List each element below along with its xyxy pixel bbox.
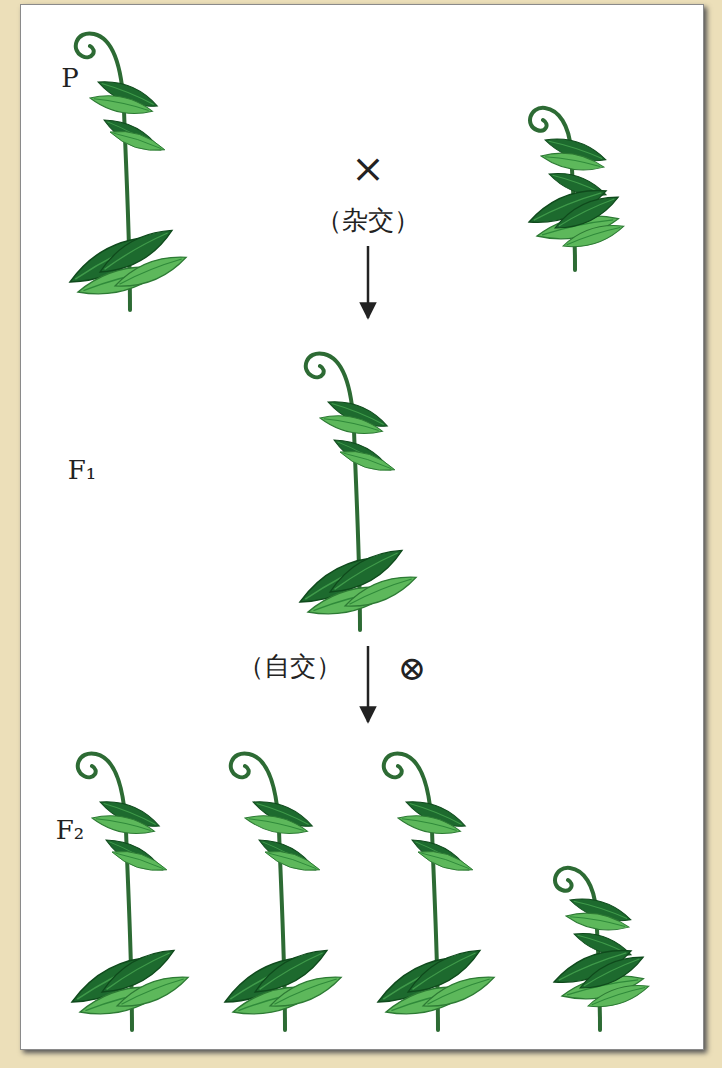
generation-label: P	[61, 63, 79, 93]
generation-label: F₂	[56, 815, 84, 845]
selfing-note-holder: （自交）	[238, 649, 342, 684]
cross-symbol: ×	[351, 145, 385, 191]
generation-label-holder: F₁	[68, 455, 96, 485]
cross-note-holder: （杂交）	[316, 203, 420, 238]
selfing-symbol: ⊗	[398, 648, 427, 688]
selfing-symbol-holder: ⊗	[398, 648, 427, 688]
cross-symbol-holder: ×	[351, 145, 385, 191]
generation-label-holder: P	[61, 63, 79, 93]
cross-note: （杂交）	[316, 203, 420, 238]
generation-label-holder: F₂	[56, 815, 84, 845]
generation-label: F₁	[68, 455, 96, 485]
selfing-note: （自交）	[238, 649, 342, 684]
